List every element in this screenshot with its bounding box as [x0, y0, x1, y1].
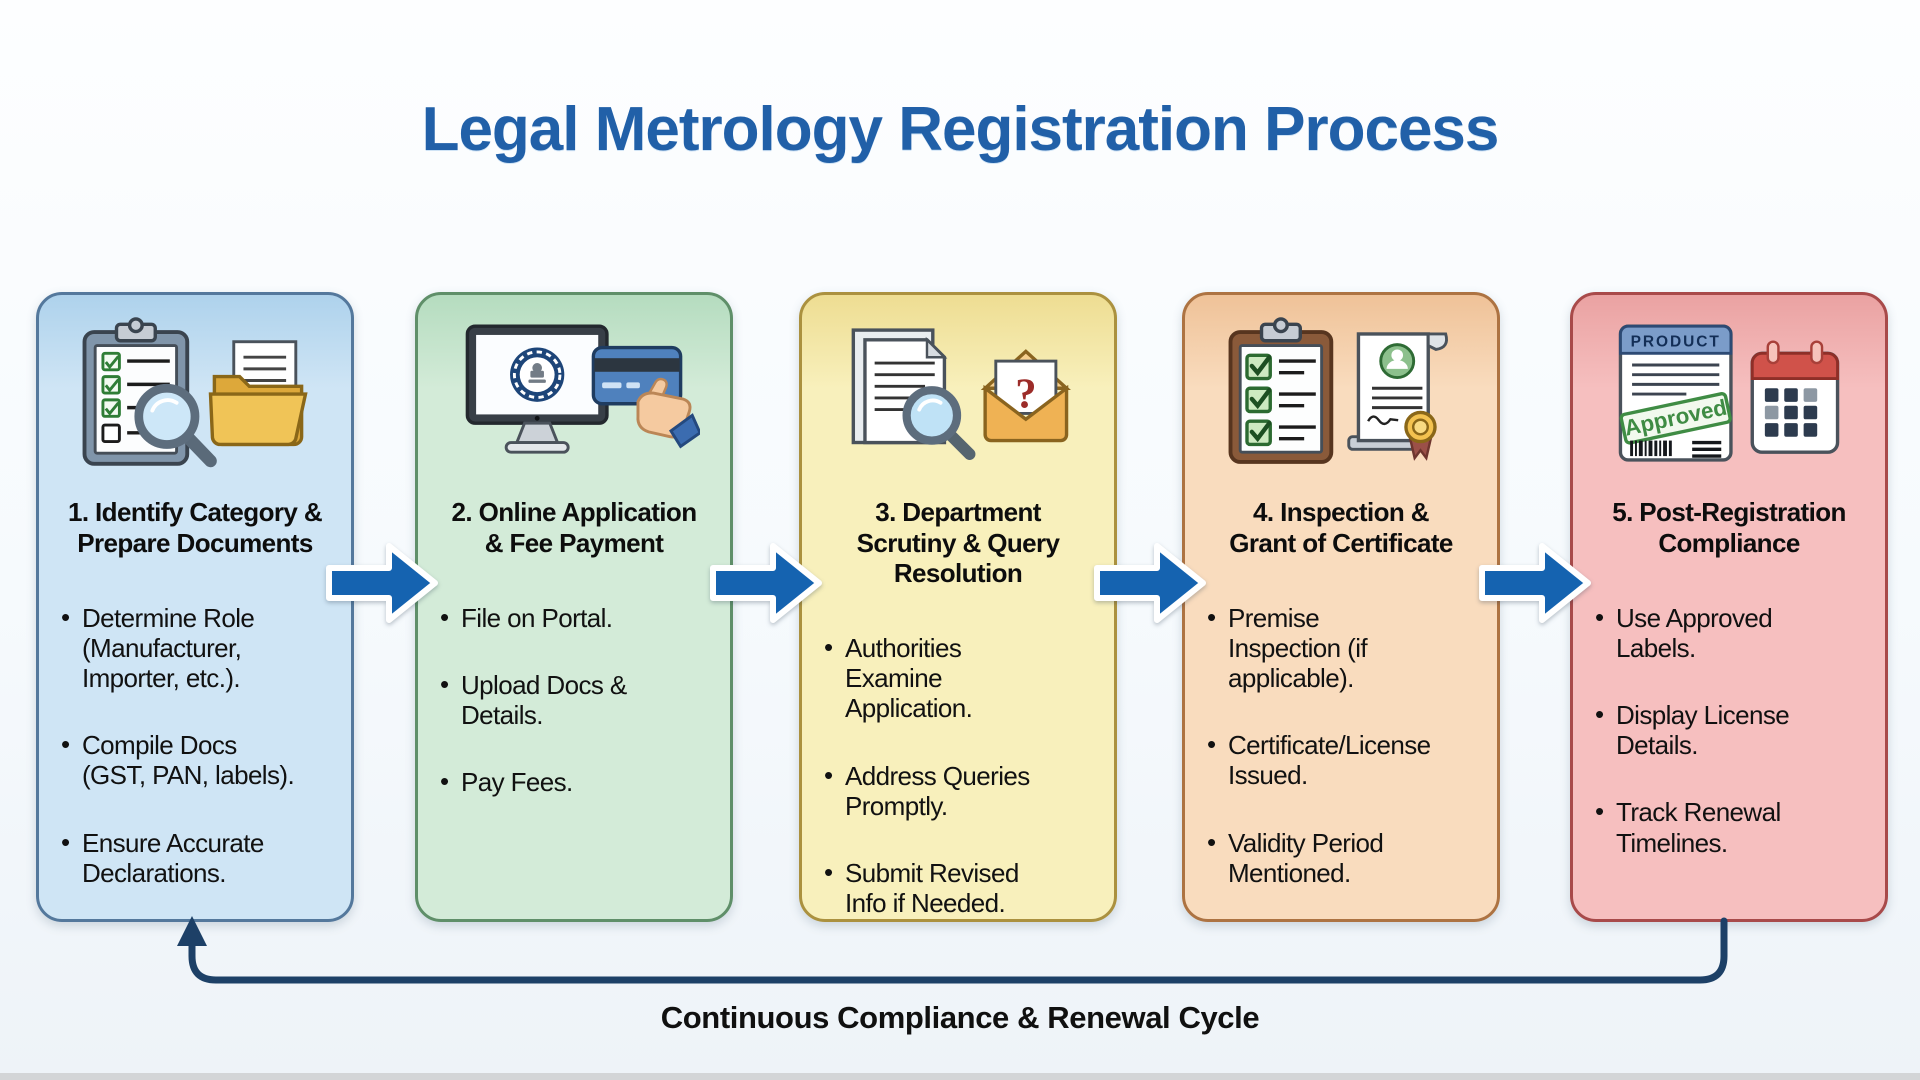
step-3-heading: 3. Department Scrutiny & Query Resolutio…: [856, 497, 1060, 589]
step-card-4: 4. Inspection & Grant of Certificate Pre…: [1182, 292, 1500, 922]
barcode-glyph: [1630, 440, 1672, 457]
step-5-heading: 5. Post-Registration Compliance: [1612, 497, 1846, 558]
step-card-2: 2. Online Application & Fee Payment File…: [415, 292, 733, 922]
document-scrutiny-icon: [851, 328, 976, 460]
arrow-right-icon: [1094, 543, 1206, 623]
step-card-3: ? 3. Department Scrutiny & Query Resolut…: [799, 292, 1117, 922]
bullet-item: Premise Inspection (if applicable).: [1201, 601, 1489, 693]
step-1-icon-area: [39, 311, 351, 481]
bullet-item: Submit Revised Info if Needed.: [818, 857, 1106, 918]
step-3-bullets: Authorities Examine Application. Address…: [818, 603, 1106, 956]
product-label-text: PRODUCT: [1631, 334, 1721, 351]
bullet-item: Pay Fees.: [434, 766, 722, 797]
step-3-icon-area: ?: [802, 311, 1114, 481]
bullet-item: Track Renewal Timelines.: [1589, 796, 1877, 857]
step-card-1: 1. Identify Category & Prepare Documents…: [36, 292, 354, 922]
step-5-bullets: Use Approved Labels. Display License Det…: [1589, 572, 1877, 895]
bullet-item: Upload Docs & Details.: [434, 669, 722, 730]
arrow-right-icon: [710, 543, 822, 623]
certificate-icon: [1347, 332, 1448, 461]
step-2-heading: 2. Online Application & Fee Payment: [451, 497, 697, 558]
step-4-heading: 4. Inspection & Grant of Certificate: [1229, 497, 1453, 558]
bullet-item: Determine Role (Manufacturer, Importer, …: [55, 601, 343, 693]
inspection-checklist-icon: [1228, 317, 1334, 464]
step-2-bullets: File on Portal. Upload Docs & Details. P…: [434, 572, 722, 834]
bullet-item: Compile Docs (GST, PAN, labels).: [55, 729, 343, 790]
arrow-right-icon: [1479, 543, 1591, 623]
step-1-bullets: Determine Role (Manufacturer, Importer, …: [55, 572, 343, 925]
query-envelope-icon: ?: [980, 349, 1071, 443]
bullet-item: Use Approved Labels.: [1589, 601, 1877, 663]
step-card-5: PRODUCT Approved: [1570, 292, 1888, 922]
approved-product-label-icon: PRODUCT Approved: [1618, 324, 1733, 462]
step-2-icon-area: [418, 311, 730, 481]
bullet-item: Address Queries Promptly.: [818, 760, 1106, 821]
bullet-item: File on Portal.: [434, 601, 722, 633]
portal-monitor-icon: [465, 324, 609, 454]
bullet-item: Ensure Accurate Declarations.: [55, 827, 343, 888]
fee-payment-hand-icon: [591, 345, 700, 449]
bullet-item: Certificate/License Issued.: [1201, 729, 1489, 790]
page-title: Legal Metrology Registration Process: [421, 94, 1500, 164]
step-4-bullets: Premise Inspection (if applicable). Cert…: [1201, 572, 1489, 925]
renewal-calendar-icon: [1750, 340, 1840, 454]
arrow-right-icon: [326, 543, 438, 623]
bullet-item: Authorities Examine Application.: [818, 632, 1106, 723]
question-mark-glyph: ?: [1015, 371, 1036, 418]
bullet-item: Display License Details.: [1589, 699, 1877, 760]
folder-documents-icon: [208, 340, 308, 447]
step-5-icon-area: PRODUCT Approved: [1573, 311, 1885, 481]
step-4-icon-area: [1185, 311, 1497, 481]
checklist-magnifier-icon: [82, 317, 217, 468]
loop-label: Continuous Compliance & Renewal Cycle: [660, 1000, 1260, 1035]
bullet-item: Validity Period Mentioned.: [1201, 827, 1489, 888]
step-1-heading: 1. Identify Category & Prepare Documents: [67, 497, 323, 558]
bottom-edge-strip: [0, 1073, 1920, 1080]
